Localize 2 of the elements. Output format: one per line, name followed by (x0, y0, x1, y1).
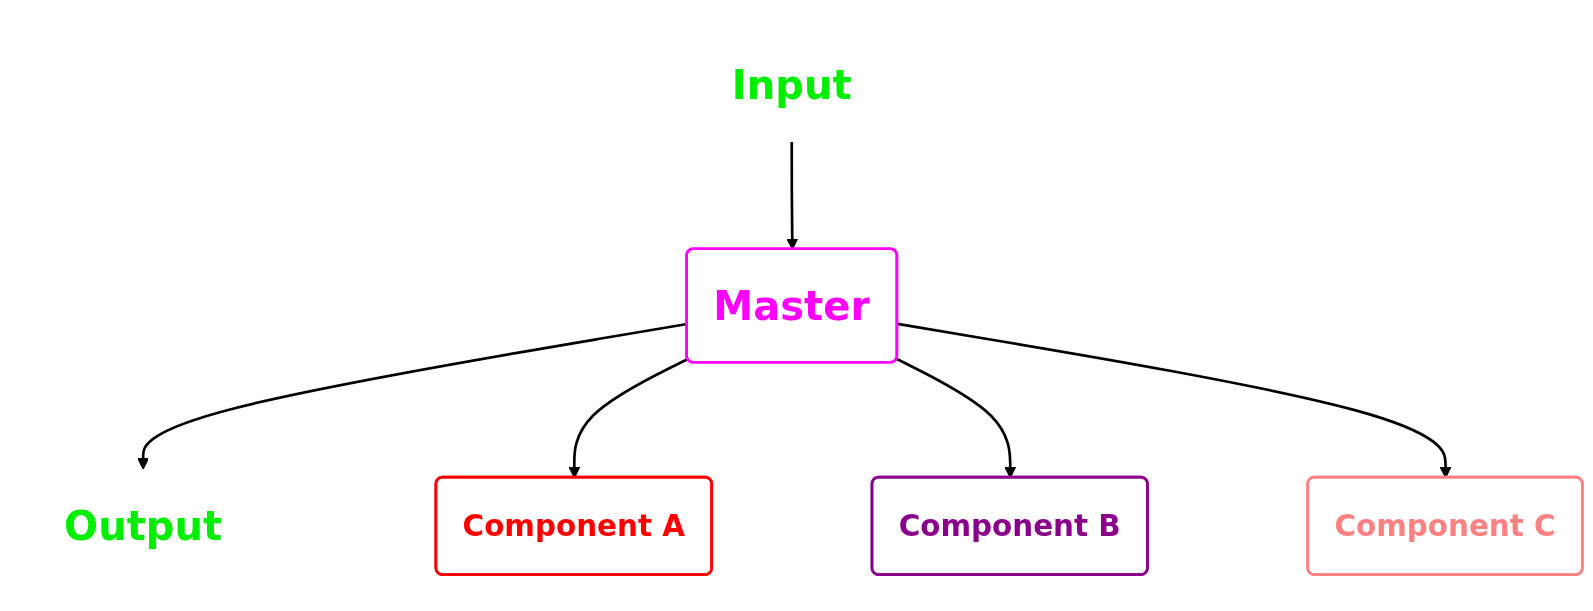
node-text: Input (731, 61, 852, 109)
node-text: Output (64, 502, 223, 550)
